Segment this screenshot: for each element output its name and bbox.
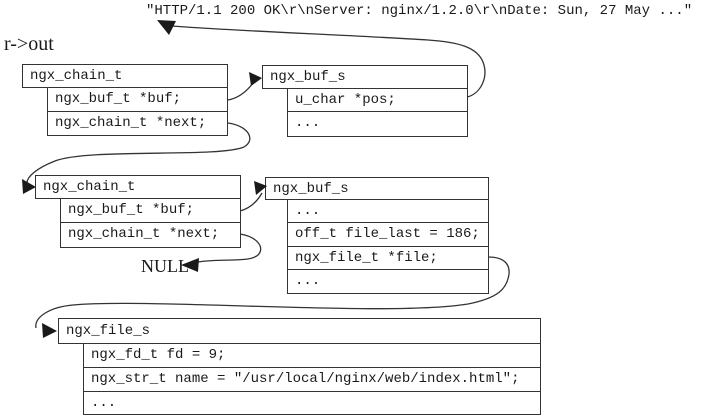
arrow-chain2-buf-to-buf2	[239, 181, 267, 212]
chain2-field-buf: ngx_buf_t *buf;	[60, 198, 241, 223]
null-label: NULL	[141, 256, 189, 276]
buf2-field-file-last: off_t file_last = 186;	[287, 222, 489, 247]
buf1-field-pos: u_char *pos;	[287, 88, 468, 112]
file-field-ellipsis: ...	[83, 391, 541, 415]
file-field-name: ngx_str_t name = ″/usr/local/nginx/web/i…	[83, 367, 541, 392]
buf2-field-file: ngx_file_t *file;	[287, 246, 489, 270]
buf2-field-ellipsis-bottom: ...	[287, 269, 489, 294]
r-out-pointer-label: r->out	[4, 33, 54, 55]
http-response-string-label: ″HTTP/1.1 200 OK\r\nServer: nginx/1.2.0\…	[146, 3, 693, 19]
file-title: ngx_file_s	[58, 318, 541, 344]
chain2-title: ngx_chain_t	[35, 175, 241, 199]
chain1-field-next: ngx_chain_t *next;	[47, 111, 228, 136]
file-field-fd: ngx_fd_t fd = 9;	[83, 343, 541, 368]
buf2-field-ellipsis-top: ...	[287, 199, 489, 223]
arrow-chain1-buf-to-buf1	[227, 72, 262, 101]
buf1-title: ngx_buf_s	[262, 65, 468, 89]
buf2-title: ngx_buf_s	[265, 177, 489, 200]
chain2-field-next: ngx_chain_t *next;	[60, 222, 241, 248]
chain1-field-buf: ngx_buf_t *buf;	[47, 87, 228, 112]
buf1-field-ellipsis: ...	[287, 111, 468, 137]
chain1-title: ngx_chain_t	[22, 64, 228, 88]
